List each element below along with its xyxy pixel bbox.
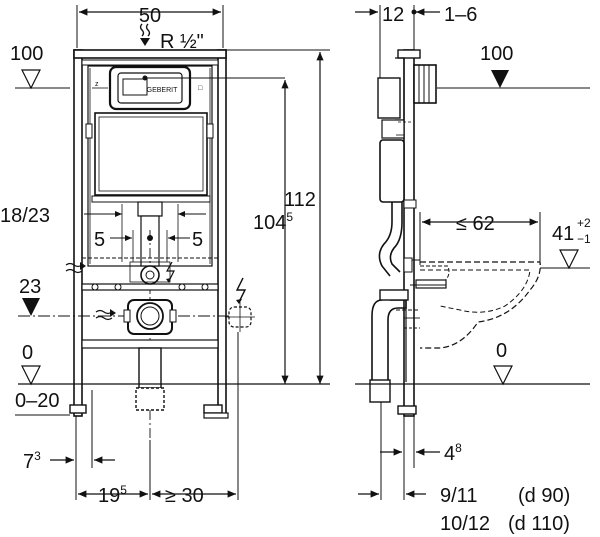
dim-large-note: (d 110) [508, 513, 570, 535]
svg-text:z: z [95, 81, 99, 88]
water-inlet-label: R ½" [160, 31, 204, 53]
cistern [94, 112, 208, 196]
depth-label: ≤ 62 [456, 213, 495, 235]
water-icon [139, 23, 151, 37]
level-23-label: 23 [19, 276, 41, 298]
svg-text:□: □ [198, 85, 203, 92]
dim-small-label: 9/11 [440, 485, 477, 507]
level-23-marker [22, 298, 40, 316]
bowl-height-label: 41 [552, 223, 574, 245]
side-level-0-label: 0 [496, 340, 507, 362]
frame-top-rail [73, 49, 227, 59]
tolerance-plus: +2 [577, 216, 591, 230]
wc-bowl [420, 261, 541, 349]
actuator-side [413, 64, 437, 104]
offset-left-label: 5 [94, 229, 105, 251]
bottom-mid-label: 195 [98, 483, 127, 507]
dim-large-label: 10/12 [440, 513, 490, 535]
tolerance-minus: −1 [577, 232, 591, 246]
side-view: 12 1–6 100 ≤ 62 41 +2 −1 [355, 4, 591, 535]
level-range-label: 0–20 [15, 390, 60, 412]
level-0-marker [21, 365, 41, 386]
level-100-right-marker [491, 70, 509, 88]
electric-icon [165, 261, 175, 282]
cistern-side [379, 139, 405, 203]
front-view: 50 R ½" GEBERIT z □ [0, 5, 330, 507]
frame-right-post [217, 49, 227, 417]
frame-left-post [73, 49, 83, 417]
width-label: 50 [139, 5, 161, 27]
top-offset-label: 12 [382, 4, 404, 26]
height-1045-label: 1045 [253, 210, 293, 234]
level-100-left-label: 100 [10, 43, 43, 65]
height-112-label: 112 [284, 189, 316, 211]
bolt-spacing-label: 18/23 [0, 205, 50, 227]
level-100-left-marker [21, 69, 41, 90]
inlet-arrow-icon [140, 38, 150, 46]
electric-supply-icon [235, 277, 247, 303]
bottom-gap-label: ≥ 30 [165, 485, 204, 507]
water-symbol-icon [65, 262, 83, 274]
level-0-label: 0 [22, 342, 33, 364]
drain-pipe [138, 347, 162, 389]
brand-label: GEBERIT [147, 87, 178, 94]
side-level-0-marker [493, 365, 513, 386]
drain-outlet [369, 379, 391, 403]
pipe-offset-label: 48 [444, 441, 462, 465]
top-range-label: 1–6 [444, 4, 477, 26]
offset-right-label: 5 [192, 229, 203, 251]
bottom-left-label: 73 [23, 449, 41, 473]
level-100-right-label: 100 [480, 43, 513, 65]
bowl-level-marker [559, 249, 579, 270]
dim-small-note: (d 90) [518, 485, 570, 507]
